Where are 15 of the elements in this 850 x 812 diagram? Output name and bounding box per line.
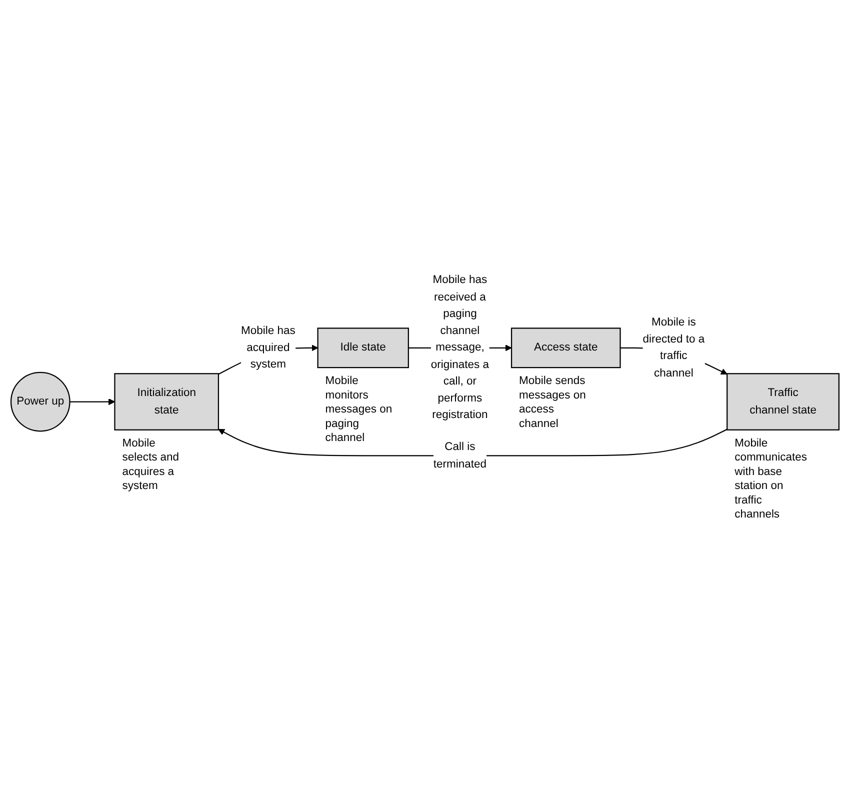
node-box bbox=[510, 328, 621, 368]
arrow bbox=[70, 398, 116, 406]
edge-label: Mobile has acquired system bbox=[240, 324, 296, 371]
node-box bbox=[114, 373, 220, 431]
state-description: Mobile monitors messages on paging channel bbox=[325, 375, 392, 444]
edge-label: Call is terminated bbox=[433, 440, 487, 470]
state-description: Mobile selects and acquires a system bbox=[122, 438, 180, 492]
edge-label: Mobile has received a paging channel message, originates a call, or performs registration bbox=[430, 274, 490, 422]
state-description: Mobile communicates with base station on traffic channels bbox=[734, 438, 808, 521]
node-box bbox=[317, 328, 409, 368]
node-box bbox=[726, 373, 840, 431]
node-circle bbox=[10, 372, 70, 432]
state-description: Mobile sends messages on access channel bbox=[519, 375, 586, 430]
edge-label: Mobile is directed to a traffic channel bbox=[642, 316, 705, 380]
arrow bbox=[218, 429, 728, 457]
